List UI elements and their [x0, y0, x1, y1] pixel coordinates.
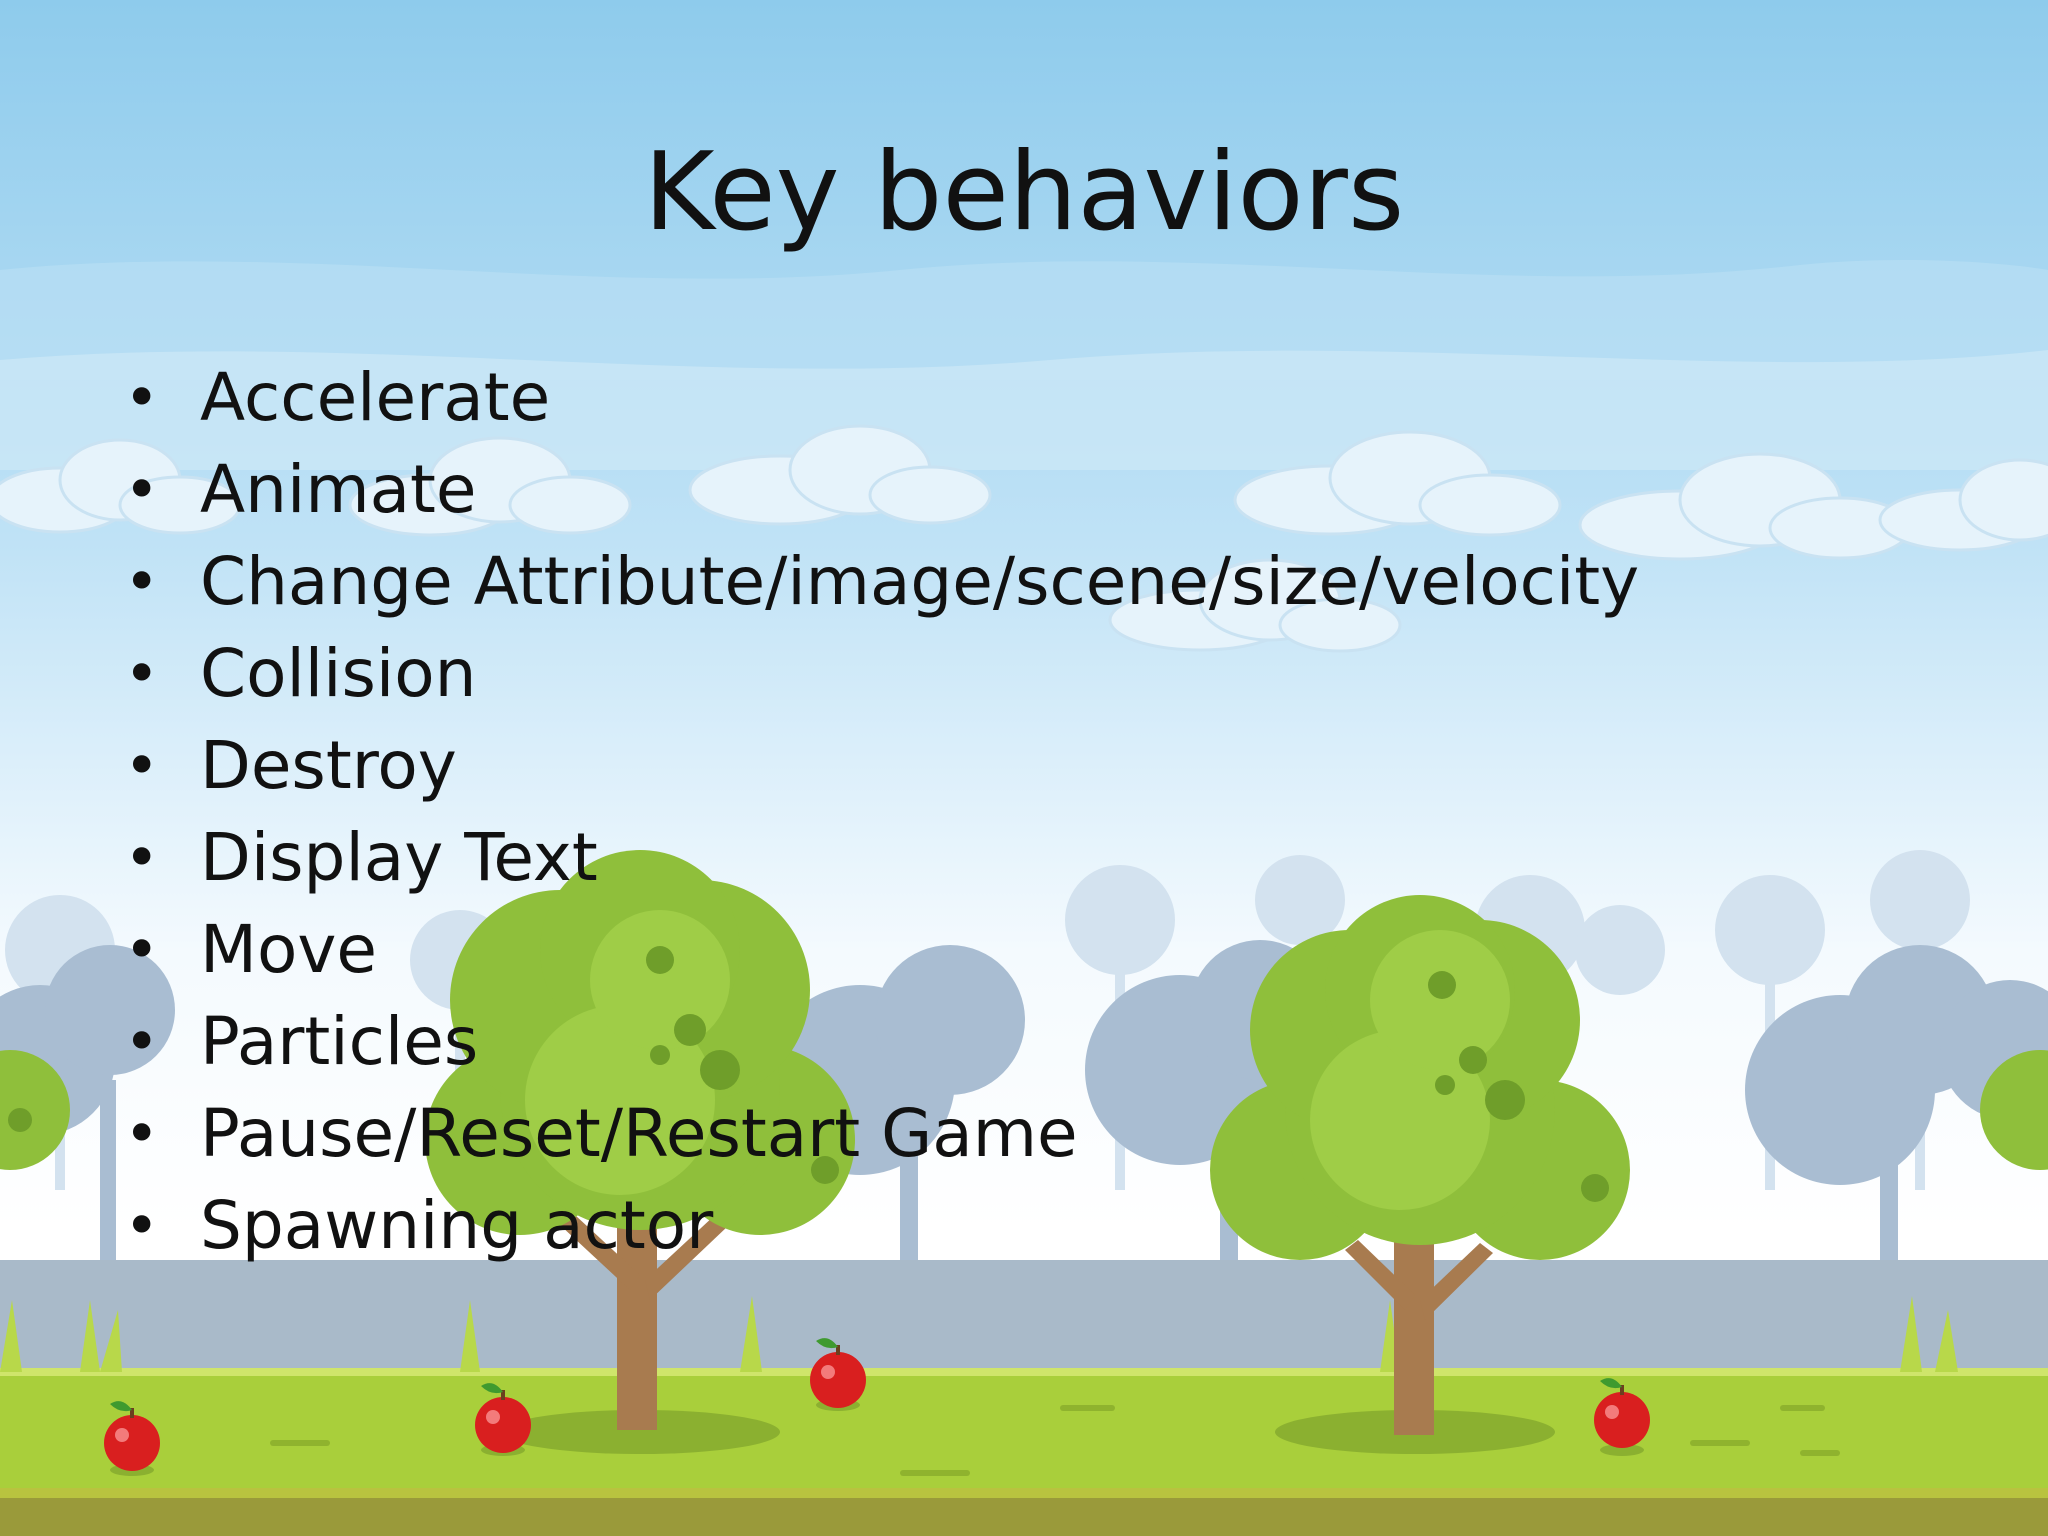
- list-item: • Destroy: [120, 720, 1639, 812]
- ground-marks: [270, 1405, 1840, 1476]
- cloud-icon: [0, 438, 242, 535]
- bullet-dot: •: [124, 547, 160, 617]
- list-item: • Change Attribute/image/scene/size/veloc…: [120, 536, 1639, 628]
- apple-icon: [810, 1338, 866, 1411]
- bullet-text: Accelerate: [200, 359, 551, 436]
- distant-trees: [0, 940, 2048, 1260]
- cloud-icon: [1578, 452, 1912, 561]
- ground-back: [0, 1260, 2048, 1380]
- bullet-dot: •: [124, 823, 160, 893]
- list-item: • Accelerate: [120, 352, 1639, 444]
- grass-highlight: [0, 1368, 2048, 1376]
- soil-top: [0, 1488, 2048, 1498]
- list-item: • Display Text: [120, 812, 1639, 904]
- bullet-text: Particles: [200, 1003, 479, 1080]
- list-item: • Particles: [120, 996, 1639, 1088]
- apple-icon: [1594, 1378, 1650, 1456]
- bullet-text: Display Text: [200, 819, 598, 896]
- bullet-text: Change Attribute/image/scene/size/veloci…: [200, 543, 1640, 620]
- apple-icon: [475, 1383, 531, 1456]
- bullet-text: Destroy: [200, 727, 457, 804]
- list-item: • Move: [120, 904, 1639, 996]
- list-item: • Collision: [120, 628, 1639, 720]
- bullet-dot: •: [124, 455, 160, 525]
- bullet-list: • Accelerate • Animate • Change Attribute/i…: [120, 352, 1639, 1272]
- bullet-dot: •: [124, 639, 160, 709]
- cloud-icon: [348, 436, 632, 537]
- bullet-text: Spawning actor: [200, 1187, 714, 1264]
- tree-icon: [1210, 895, 1630, 1454]
- apple-icon: [104, 1401, 160, 1476]
- bullet-text: Collision: [200, 635, 477, 712]
- list-item: • Pause/Reset/Restart Game: [120, 1088, 1639, 1180]
- cloud-icon: [1108, 558, 1402, 653]
- list-item: • Spawning actor: [120, 1180, 1639, 1272]
- list-item: • Animate: [120, 444, 1639, 536]
- tree-icon: [0, 1050, 2048, 1170]
- soil: [0, 1496, 2048, 1536]
- bullet-dot: •: [124, 915, 160, 985]
- bullet-dot: •: [124, 731, 160, 801]
- cloud-icon: [1878, 458, 2048, 552]
- bullet-dot: •: [124, 363, 160, 433]
- bullet-text: Move: [200, 911, 377, 988]
- bullet-dot: •: [124, 1191, 160, 1261]
- bullet-dot: •: [124, 1007, 160, 1077]
- slide-title: Key behaviors: [643, 130, 1405, 255]
- cloud-band-1: [0, 260, 2048, 380]
- bullet-text: Pause/Reset/Restart Game: [200, 1095, 1078, 1172]
- cloud-icon: [1233, 430, 1562, 537]
- grass-tufts: [0, 1296, 1958, 1372]
- bullet-text: Animate: [200, 451, 477, 528]
- tree-icon: [425, 850, 855, 1454]
- cloud-icon: [688, 424, 992, 526]
- bullet-dot: •: [124, 1099, 160, 1169]
